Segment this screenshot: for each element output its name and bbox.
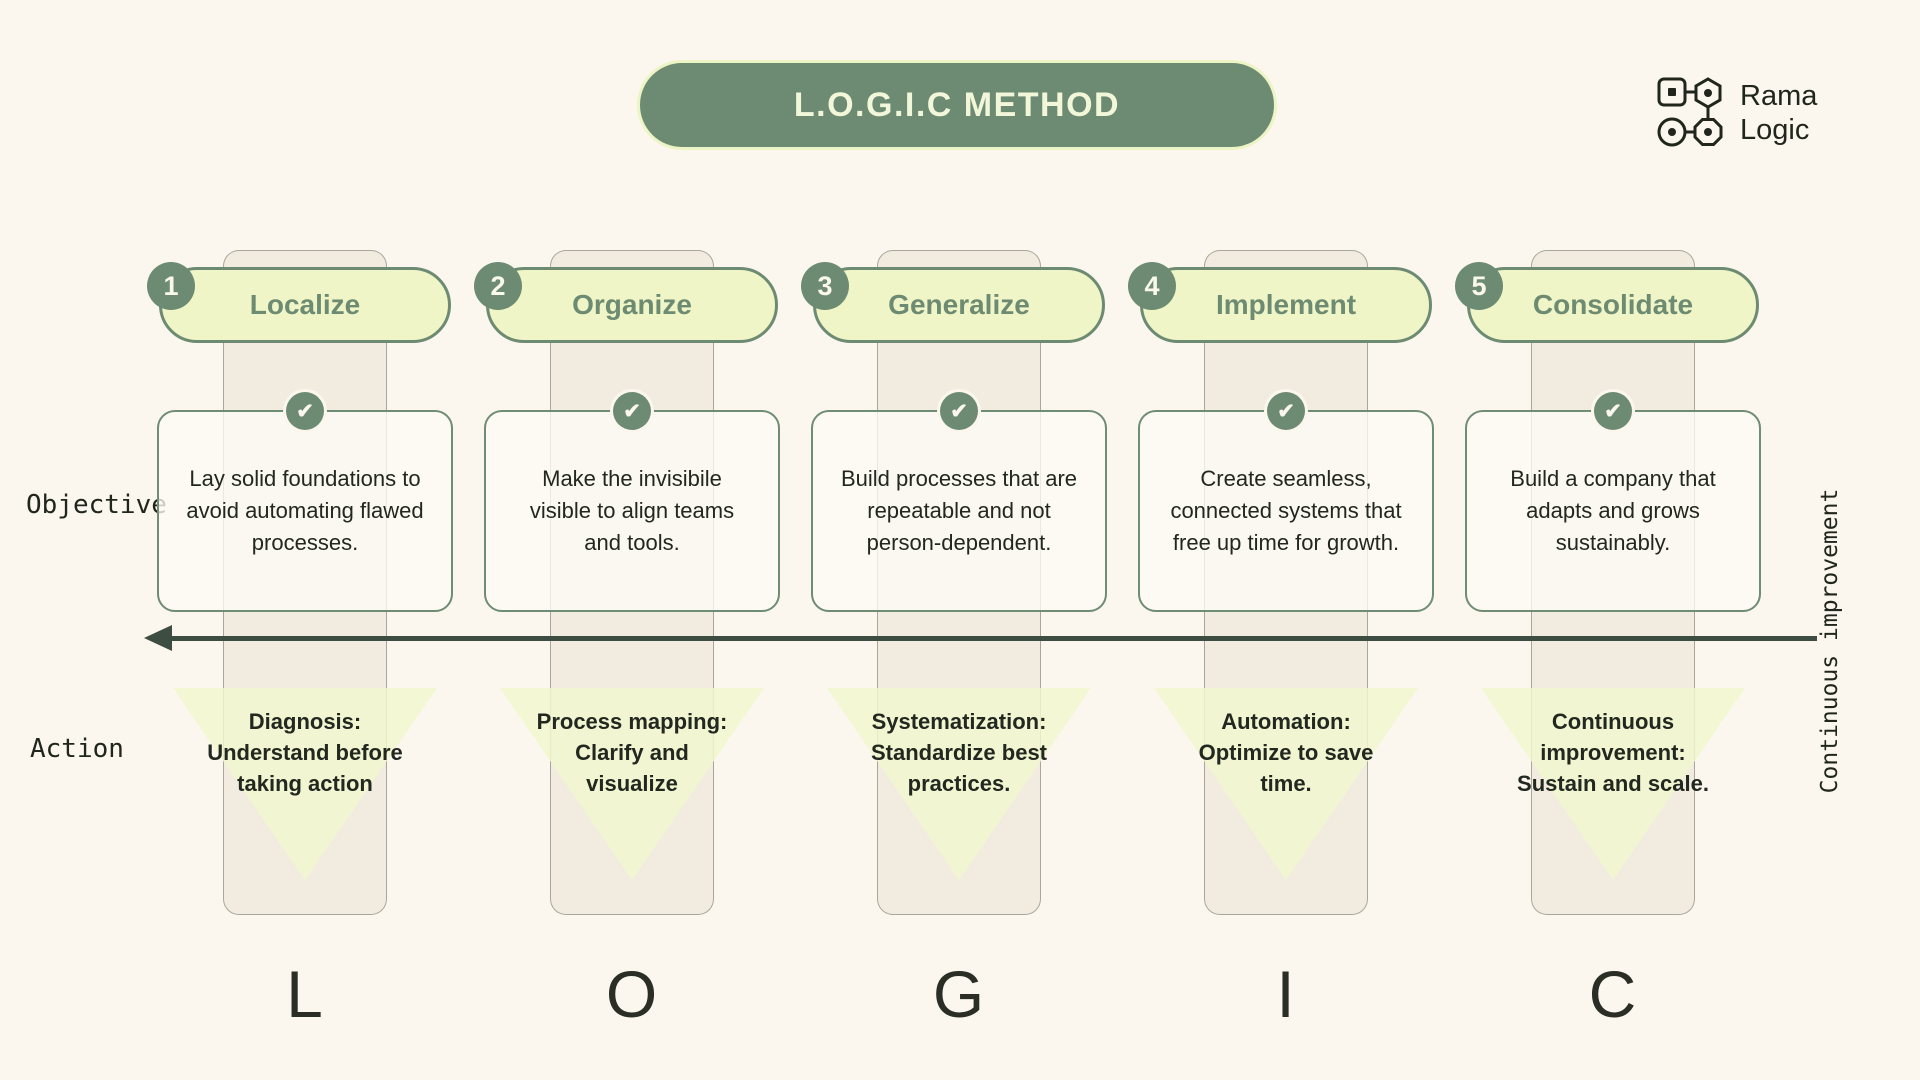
step-number-badge: 3: [801, 262, 849, 310]
arrowhead-left-icon: [144, 625, 172, 651]
acronym-letter-o: O: [605, 957, 659, 1031]
step-column-localize: Localize 1 Lay solid foundations to avoi…: [145, 250, 465, 1030]
step-name: Organize: [572, 289, 692, 320]
brand-name-line1: Rama: [1740, 80, 1818, 112]
acronym-letter-g: G: [932, 957, 986, 1031]
brand-logo: Rama Logic: [1656, 76, 1817, 150]
step-number-badge: 5: [1455, 262, 1503, 310]
objective-row-label: Objective: [26, 490, 167, 520]
objective-card: Make the invisibile visible to align tea…: [484, 410, 780, 612]
action-text: Process mapping: Clarify and visualize: [536, 709, 728, 796]
acronym-letter-i: I: [1276, 957, 1296, 1031]
check-icon: ✔: [613, 392, 651, 430]
action-text: Systematization: Standardize best practi…: [870, 709, 1048, 796]
step-number-badge: 2: [474, 262, 522, 310]
step-name-pill: Implement: [1140, 267, 1432, 343]
action-row-label: Action: [30, 734, 124, 764]
objective-text: Lay solid foundations to avoid automatin…: [186, 466, 424, 555]
objective-text: Build a company that adapts and grows su…: [1510, 466, 1716, 555]
objective-text: Make the invisibile visible to align tea…: [529, 466, 735, 555]
rama-logic-logo-icon: [1657, 77, 1723, 147]
title-banner: L.O.G.I.C METHOD: [637, 60, 1277, 150]
action-text: Diagnosis: Understand before taking acti…: [207, 709, 403, 796]
acronym-letter-l: L: [286, 957, 324, 1031]
objective-card: Create seamless, connected systems that …: [1138, 410, 1434, 612]
step-name: Implement: [1215, 289, 1357, 320]
action-text: Continuous improvement: Sustain and scal…: [1517, 709, 1709, 796]
step-name: Generalize: [888, 289, 1030, 320]
action-text: Automation: Optimize to save time.: [1198, 709, 1374, 796]
continuous-improvement-label: Continuous improvement: [1817, 488, 1843, 794]
objective-text: Build processes that are repeatable and …: [840, 466, 1078, 555]
brand-name-line2: Logic: [1740, 114, 1810, 146]
step-name-pill: Organize: [486, 267, 778, 343]
check-icon: ✔: [286, 392, 324, 430]
step-name: Localize: [249, 289, 361, 320]
step-name: Consolidate: [1532, 289, 1694, 320]
check-icon: ✔: [1594, 392, 1632, 430]
objective-card: Lay solid foundations to avoid automatin…: [157, 410, 453, 612]
check-icon: ✔: [940, 392, 978, 430]
objective-card: Build processes that are repeatable and …: [811, 410, 1107, 612]
step-column-consolidate: Consolidate 5 Build a company that adapt…: [1453, 250, 1773, 1030]
brand-name: Rama Logic: [1740, 79, 1817, 147]
step-column-organize: Organize 2 Make the invisibile visible t…: [472, 250, 792, 1030]
timeline-arrow: [144, 625, 1817, 651]
step-name-pill: Consolidate: [1467, 267, 1759, 343]
objective-text: Create seamless, connected systems that …: [1170, 466, 1402, 555]
step-name-pill: Localize: [159, 267, 451, 343]
step-column-implement: Implement 4 Create seamless, connected s…: [1126, 250, 1446, 1030]
step-number-badge: 4: [1128, 262, 1176, 310]
step-number-badge: 1: [147, 262, 195, 310]
step-name-pill: Generalize: [813, 267, 1105, 343]
step-column-generalize: Generalize 3 Build processes that are re…: [799, 250, 1119, 1030]
acronym-letter-c: C: [1588, 957, 1638, 1031]
check-icon: ✔: [1267, 392, 1305, 430]
objective-card: Build a company that adapts and grows su…: [1465, 410, 1761, 612]
page-title: L.O.G.I.C METHOD: [793, 85, 1121, 124]
